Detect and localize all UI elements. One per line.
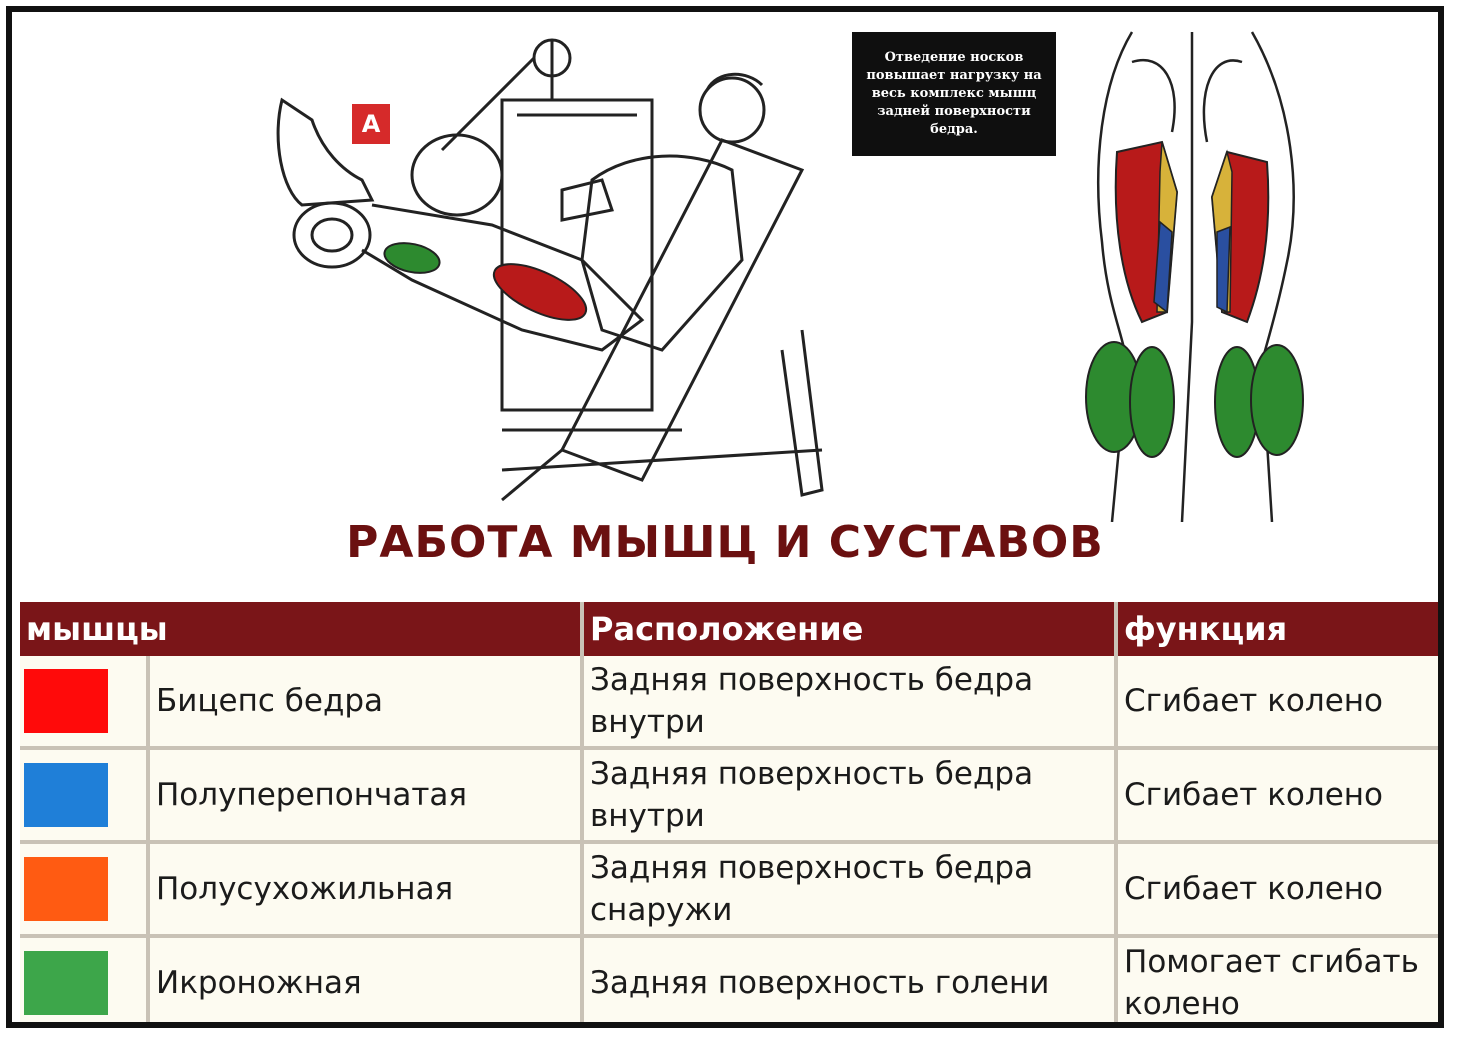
leg-curl-machine-illustration <box>276 38 824 502</box>
marker-a-label: A <box>352 104 390 144</box>
header-muscles: мышцы <box>20 602 585 656</box>
poster-frame: A Отведение носков повышает нагрузку на … <box>6 6 1444 1028</box>
muscle-location: Задняя поверхность голени <box>582 936 1119 1022</box>
table-row: Полусухожильная Задняя поверхность бедра… <box>20 842 1438 938</box>
muscle-function: Сгибает колено <box>1116 842 1438 938</box>
header-function: функция <box>1116 602 1438 656</box>
page-title: РАБОТА МЫШЦ И СУСТАВОВ <box>346 517 1104 568</box>
color-swatch-cell <box>20 748 150 844</box>
color-swatch-orange <box>24 857 108 921</box>
muscle-location: Задняя поверхность бедра внутри <box>582 656 1119 750</box>
muscle-location: Задняя поверхность бедра внутри <box>582 748 1119 844</box>
muscle-location: Задняя поверхность бедра снаружи <box>582 842 1119 938</box>
muscle-function: Сгибает колено <box>1116 748 1438 844</box>
color-swatch-green <box>24 951 108 1015</box>
color-swatch-cell <box>20 656 150 750</box>
muscle-name: Бицепс бедра <box>148 656 585 750</box>
muscle-name: Икроножная <box>148 936 585 1022</box>
table-row: Полуперепончатая Задняя поверхность бедр… <box>20 748 1438 844</box>
muscles-table: мышцы Расположение функция Бицепс бедра … <box>20 602 1438 1022</box>
table-row: Икроножная Задняя поверхность голени Пом… <box>20 936 1438 1022</box>
color-swatch-red <box>24 669 108 733</box>
muscle-function: Сгибает колено <box>1116 656 1438 750</box>
note-text: Отведение носков повышает нагрузку на ве… <box>866 50 1042 137</box>
muscle-name: Полусухожильная <box>148 842 585 938</box>
table-header-row: мышцы Расположение функция <box>20 602 1438 656</box>
color-swatch-blue <box>24 763 108 827</box>
muscle-function: Помогает сгибать колено <box>1116 936 1438 1022</box>
color-swatch-cell <box>20 936 150 1022</box>
note-box: Отведение носков повышает нагрузку на ве… <box>852 32 1056 156</box>
hamstring-anatomy-illustration <box>1085 31 1304 522</box>
color-swatch-cell <box>20 842 150 938</box>
table-row: Бицепс бедра Задняя поверхность бедра вн… <box>20 656 1438 750</box>
muscle-name: Полуперепончатая <box>148 748 585 844</box>
header-location: Расположение <box>582 602 1119 656</box>
